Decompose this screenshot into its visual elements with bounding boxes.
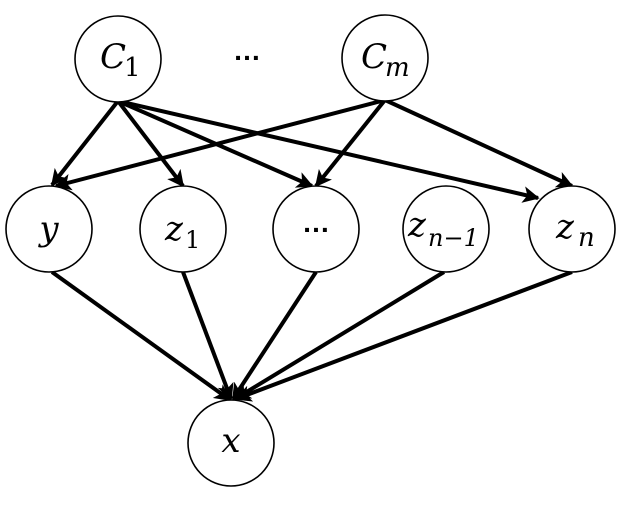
node-zn-label: z bbox=[555, 207, 575, 247]
node-y-label: y bbox=[37, 209, 59, 249]
node-c1-label: C bbox=[100, 37, 126, 77]
node-zn1: z n−1 bbox=[402, 185, 490, 273]
node-zn1-label: z bbox=[407, 205, 427, 245]
edge-cm-to-zn bbox=[384, 98, 574, 188]
node-mid-ellipsis-label: … bbox=[302, 207, 330, 238]
node-z1-label: z bbox=[164, 209, 184, 249]
node-mid-ellipsis: … bbox=[272, 185, 360, 273]
edge-c1-to-z1 bbox=[116, 99, 185, 188]
node-zn: z n bbox=[528, 185, 616, 273]
edge-cm-to-y bbox=[54, 98, 386, 191]
top-ellipsis: … bbox=[233, 35, 261, 66]
edge-y-to-x bbox=[50, 270, 232, 402]
node-c1: C 1 bbox=[74, 15, 162, 103]
node-x-label: x bbox=[221, 421, 240, 461]
node-zn1-subscript: n−1 bbox=[428, 224, 479, 252]
edge-mid-ellipsis-to-x bbox=[231, 270, 318, 401]
node-c1-subscript: 1 bbox=[124, 53, 141, 83]
node-zn-subscript: n bbox=[578, 223, 595, 253]
node-z1: z 1 bbox=[139, 185, 227, 273]
edge-zn-to-x bbox=[234, 270, 573, 402]
edges-layer bbox=[50, 98, 574, 402]
node-cm: C m bbox=[341, 14, 429, 102]
edge-z1-to-x bbox=[181, 271, 234, 401]
node-y: y bbox=[5, 185, 93, 273]
edge-zn1-to-x bbox=[233, 270, 446, 401]
node-z1-subscript: 1 bbox=[185, 226, 200, 254]
node-x: x bbox=[187, 399, 275, 487]
node-cm-label: C bbox=[361, 37, 387, 77]
edge-cm-to-mid-ellipsis bbox=[314, 98, 387, 188]
node-cm-subscript: m bbox=[385, 53, 410, 83]
edge-c1-to-y bbox=[50, 99, 120, 187]
edge-c1-to-zn bbox=[117, 99, 540, 203]
nodes-layer: C 1 … C m y z 1 … z n bbox=[5, 14, 616, 487]
